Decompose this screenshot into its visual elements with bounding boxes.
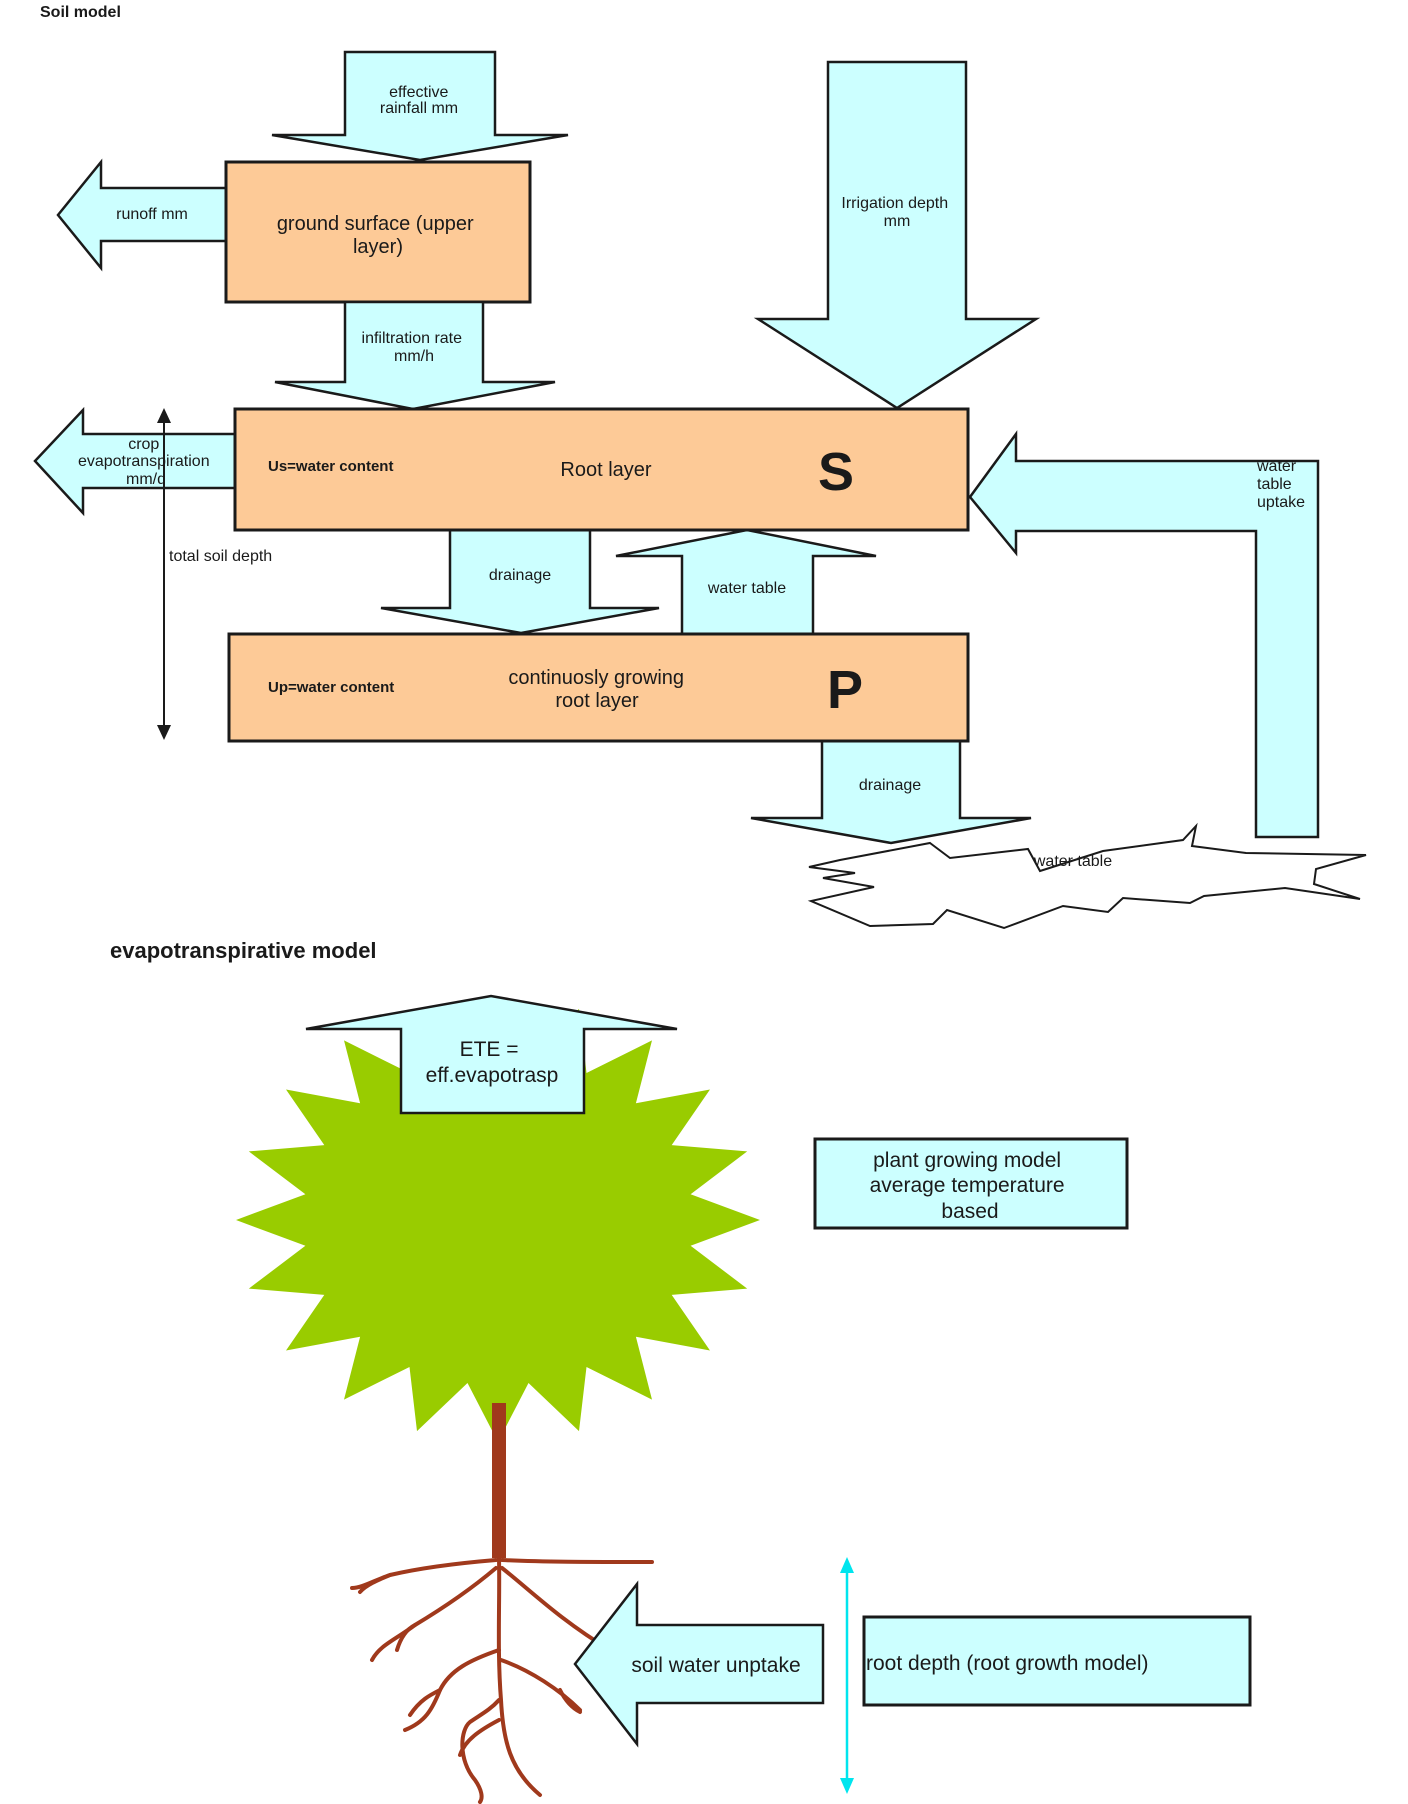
root-left-middle-b [395, 1623, 417, 1652]
plant-growing-model-box [813, 1137, 1129, 1230]
root-bottom-left-b [458, 1718, 501, 1757]
water-table-up-label: water table [707, 580, 786, 597]
evapo-model-title: evapotranspirative model [110, 938, 377, 963]
soil-depth-arrowhead-up [157, 408, 171, 423]
drainage-upper-label: drainage [489, 567, 551, 584]
water-table-pool [807, 822, 1367, 930]
growing-root-layer-box [227, 632, 970, 743]
soil-water-uptake-arrow [573, 1580, 825, 1748]
drainage-arrow-upper [380, 528, 660, 635]
p-letter: P [827, 660, 863, 720]
root-depth-box [862, 1615, 1252, 1707]
ete-arrow [305, 994, 678, 1115]
us-water-content-label: Us=water content [268, 458, 393, 475]
root-left-middle [370, 1566, 498, 1662]
root-left-branch [358, 1573, 392, 1594]
drainage-lower-label: drainage [859, 777, 921, 794]
root-right-lower-b [558, 1688, 582, 1714]
drainage-arrow-lower [750, 739, 1032, 845]
tree-trunk [492, 1403, 506, 1558]
up-water-content-label: Up=water content [268, 679, 394, 696]
root-depth-arrowhead-down [840, 1778, 854, 1794]
irrigation-arrow [753, 60, 1041, 410]
effective-rainfall-label: effective rainfall mm [380, 84, 458, 117]
crop-evapotranspiration-arrow [33, 406, 237, 517]
root-left-lower [403, 1648, 501, 1732]
effective-rainfall-arrow [271, 50, 569, 162]
root-bottom-left [460, 1698, 501, 1804]
ground-surface-label: ground surface (upper layer) [277, 213, 479, 258]
root-right-lower [499, 1658, 582, 1712]
water-table-uptake-label: water table uptake [1256, 458, 1305, 511]
soil-model-title: Soil model [40, 4, 121, 21]
total-soil-depth-label: total soil depth [169, 548, 272, 565]
root-depth-arrowhead-up [840, 1557, 854, 1573]
root-depth-label: root depth (root growth model) [866, 1652, 1148, 1675]
root-right-middle [500, 1566, 612, 1652]
tree-roots [350, 1556, 654, 1804]
growing-root-layer-label: continuosly growing root layer [508, 667, 689, 712]
soil-water-uptake-label: soil water unptake [631, 1654, 800, 1677]
irrigation-label: Irrigation depth mm [841, 195, 952, 230]
root-left-lower-b [408, 1688, 442, 1717]
root-layer-box [233, 407, 970, 532]
soil-depth-arrowhead-down [157, 725, 171, 740]
ground-surface-box [224, 160, 532, 304]
root-right-upper [500, 1558, 654, 1564]
ete-label: ETE = eff.evapotrasp [426, 1038, 559, 1087]
water-table-up-arrow [615, 528, 877, 636]
s-letter: S [818, 442, 854, 502]
plant-growing-model-label: plant growing model average temperature … [870, 1149, 1071, 1223]
infiltration-label: infiltration rate mm/h [362, 330, 467, 365]
crop-evapotranspiration-label: crop evapotranspiration mm/d [78, 436, 214, 488]
root-left-upper [350, 1558, 498, 1590]
water-table-uptake-arrow [968, 430, 1320, 839]
root-layer-label: Root layer [560, 459, 651, 481]
runoff-arrow [56, 158, 228, 272]
water-table-pool-label: water table [1033, 853, 1112, 870]
tree-canopy [236, 998, 760, 1442]
infiltration-arrow [274, 300, 556, 411]
runoff-label: runoff mm [116, 206, 188, 223]
